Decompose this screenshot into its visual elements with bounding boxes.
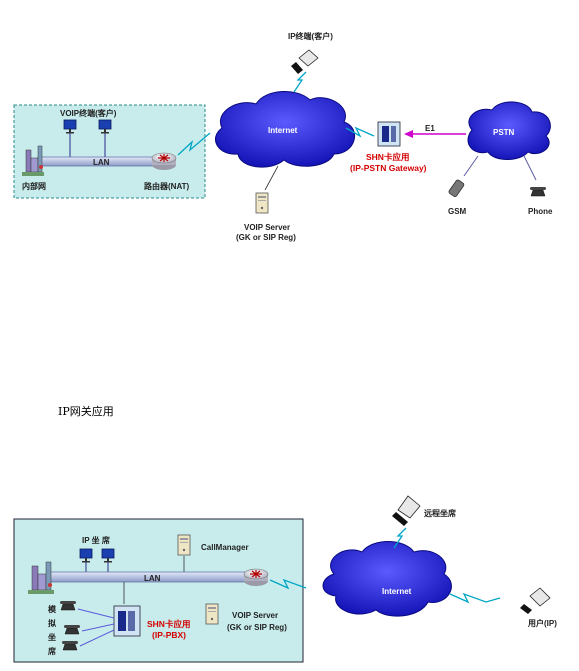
voip-server-label: VOIP Server [232,611,278,620]
internet-cloud [322,541,452,617]
shn-card-app-label: SHN卡应用 [147,619,190,629]
voip-terminal-monitor [98,119,112,158]
user-ip-terminal-icon [520,587,551,614]
gk-sip-reg-label: (GK or SIP Reg) [236,233,296,242]
link-line [81,623,115,632]
analog-phone-icon [59,600,77,611]
internet-label: Internet [382,587,412,596]
wireless-link-icon [269,578,307,590]
internet-label: Internet [268,126,298,135]
router-nat-label: 路由器(NAT) [144,181,190,191]
ip-seat-label: IP 坐 席 [82,535,110,545]
analog-seat-char: 拟 [48,618,56,628]
link-line [79,629,115,647]
gsm-label: GSM [448,207,467,216]
router-icon [151,152,177,171]
internal-network-building-icon [22,145,44,176]
voip-server-icon [255,192,269,214]
voip-terminal-label: VOIP终端(客户) [60,108,117,118]
link-line [523,155,537,181]
analog-phone-icon [63,624,81,635]
callmanager-server-icon [177,534,191,556]
link-line [463,155,479,177]
e1-label: E1 [425,124,435,133]
voip-server-label: VOIP Server [244,223,290,232]
wireless-link-icon [293,71,307,93]
wireless-link-icon [177,132,211,156]
ip-pbx-label: (IP-PBX) [152,630,186,640]
wireless-link-icon [393,527,407,549]
lan-label: LAN [93,158,110,167]
pstn-label: PSTN [493,128,515,137]
shn-gateway-icon [377,121,401,147]
router-icon [243,568,269,587]
bottom-diagram: IP 坐 席 CallManager LAN SHN卡应用 (IP-PBX) [13,495,557,663]
voip-server-icon [205,603,219,625]
gsm-phone-icon [448,179,465,197]
gk-sip-reg-label: (GK or SIP Reg) [227,623,287,632]
caption-ip-gateway: IP网关应用 [58,404,114,418]
shn-ip-pbx-icon [113,605,141,637]
internal-network-label: 内部网 [22,181,46,191]
user-ip-label: 用户(IP) [527,618,557,628]
desk-phone-icon [529,186,547,197]
ip-terminal-laptop-icon [291,49,319,74]
lan-label: LAN [144,574,161,583]
link-line [264,165,279,191]
ip-pstn-gateway-label: (IP-PSTN Gateway) [350,163,427,173]
remote-seat-label: 远程坐席 [424,508,456,518]
voip-terminal-monitor [63,119,77,158]
analog-seat-char: 席 [48,646,56,656]
shn-card-app-label: SHN卡应用 [366,152,409,162]
pstn-cloud [467,101,551,160]
wireless-link-icon [449,592,501,604]
phone-label: Phone [528,207,553,216]
link-line [77,608,115,619]
top-diagram: VOIP终端(客户) LAN 内部网 路由器(NAT) Internet IP终… [13,31,553,242]
e1-arrow [404,130,466,138]
internal-network-building-icon [28,561,54,594]
internal-network-box [13,518,304,663]
ip-terminal-label: IP终端(客户) [288,31,333,41]
analog-seat-char: 坐 [48,632,56,642]
ip-seat-monitor [101,548,115,573]
ip-seat-monitor [79,548,93,573]
wireless-link-icon [345,126,375,138]
remote-seat-laptop-icon [392,495,421,526]
analog-seat-char: 模 [48,604,57,614]
analog-phone-icon [61,640,79,651]
callmanager-label: CallManager [201,543,249,552]
